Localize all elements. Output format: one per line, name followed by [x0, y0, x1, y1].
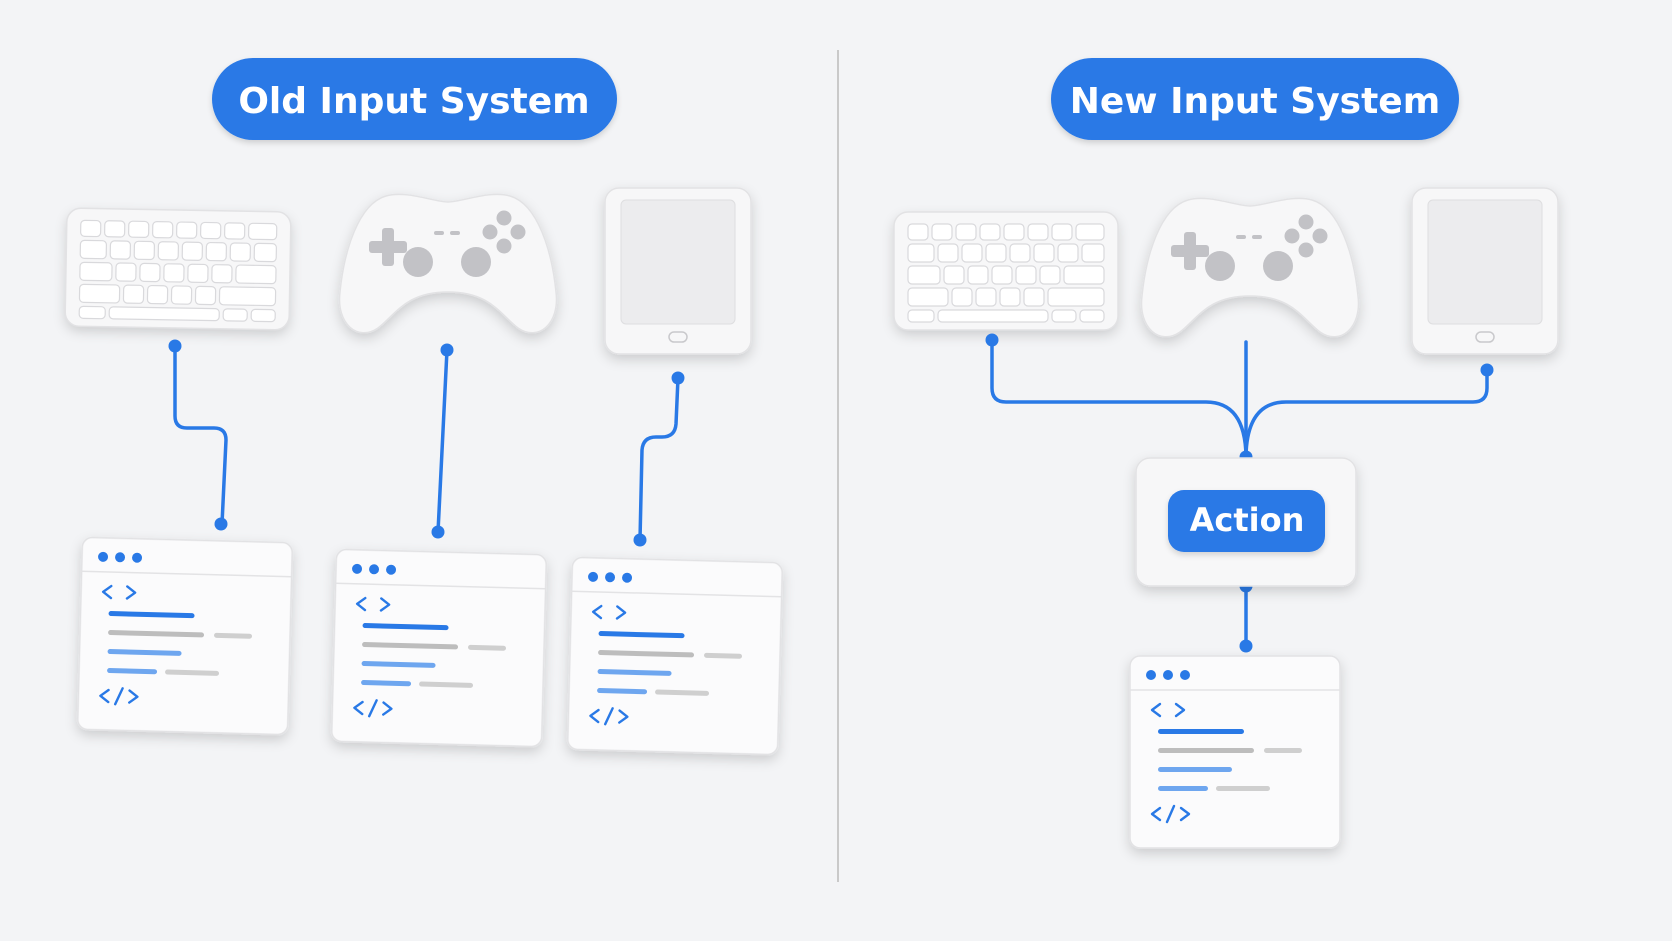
new-system-panel: New Input System Action [894, 58, 1558, 848]
new-keyboard-port-dot [985, 333, 999, 347]
new-keyboard-icon [894, 212, 1118, 330]
old-code-window-keyboard-icon [78, 537, 293, 734]
old-keyboard-port-dot [168, 339, 182, 353]
new-tablet-port-dot [1480, 363, 1494, 377]
old-keyboard-icon [65, 208, 291, 330]
action-node: Action [1135, 457, 1357, 587]
old-gamepad-icon [340, 194, 557, 332]
new-title-pill: New Input System [1051, 58, 1459, 140]
new-tablet-connector [1244, 368, 1489, 458]
old-tablet-connector [638, 376, 680, 542]
new-keyboard-connector [990, 338, 1248, 458]
old-gamepad-card-dot [431, 525, 445, 539]
old-panel-title: Old Input System [238, 81, 589, 122]
old-keyboard-card-dot [214, 517, 228, 531]
new-tablet-icon [1412, 188, 1558, 354]
old-code-window-gamepad-icon [332, 549, 547, 746]
old-system-panel: Old Input System [65, 58, 782, 755]
old-tablet-card-dot [633, 533, 647, 547]
new-gamepad-icon [1142, 198, 1359, 336]
new-code-window-icon [1130, 656, 1340, 848]
code-window-input-dot [1239, 639, 1253, 653]
action-label: Action [1190, 501, 1305, 539]
old-keyboard-connector [173, 344, 228, 526]
old-gamepad-port-dot [440, 343, 454, 357]
new-panel-title: New Input System [1070, 81, 1440, 122]
old-tablet-icon [605, 188, 751, 354]
old-title-pill: Old Input System [212, 58, 617, 140]
old-code-window-tablet-icon [568, 557, 783, 754]
old-tablet-port-dot [671, 371, 685, 385]
old-gamepad-connector [436, 348, 449, 534]
